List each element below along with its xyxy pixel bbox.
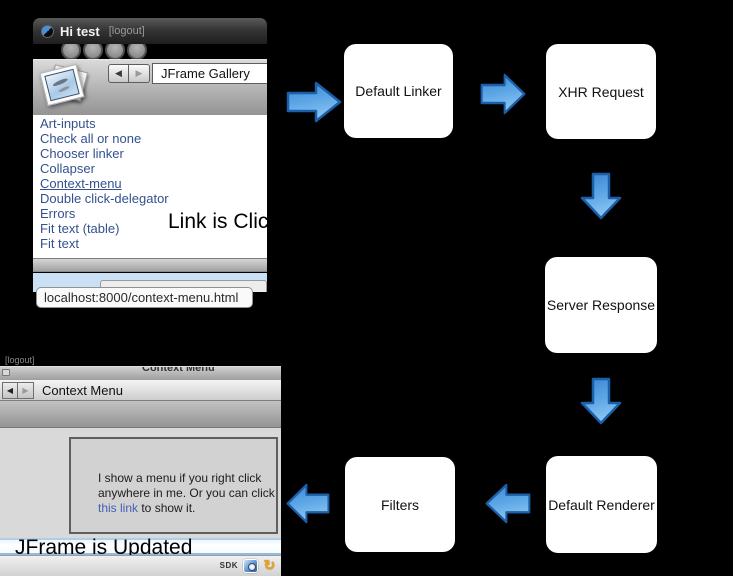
flow-box-default-renderer: Default Renderer <box>546 456 657 553</box>
page-title: Context Menu <box>42 382 123 398</box>
gallery-link-list: Art-inputs Check all or none Chooser lin… <box>33 115 267 251</box>
gallery-link-context-menu[interactable]: Context-menu <box>40 176 122 191</box>
gallery-link[interactable]: Errors <box>40 206 76 221</box>
forward-button[interactable]: ▶ <box>18 381 34 399</box>
gallery-content: Art-inputs Check all or none Chooser lin… <box>33 115 267 258</box>
gallery-browser-window: Hi test [logout] ◀ ▶ <box>33 18 267 310</box>
context-navbar: ◀ ▶ Context Menu <box>0 380 281 401</box>
photos-app-icon <box>37 60 93 116</box>
toolbar-button-icon[interactable] <box>105 44 125 59</box>
status-right-group: SDK ↻ <box>220 558 277 573</box>
this-link[interactable]: this link <box>98 501 139 515</box>
gallery-toolbar: ◀ ▶ JFrame Gallery <box>33 59 267 115</box>
sdk-label: SDK <box>219 561 238 570</box>
status-bar: SDK ↻ <box>0 555 281 576</box>
demo-text-line: this link to show it. <box>98 501 276 516</box>
logout-link[interactable]: [logout] <box>108 25 145 37</box>
arrow-right-icon <box>480 73 526 115</box>
app-logo-icon <box>41 24 54 38</box>
gallery-link[interactable]: Collapser <box>40 161 95 176</box>
flow-box-filters: Filters <box>345 457 455 552</box>
context-menu-window: [logout] Context Menu ◀ ▶ Context Menu I… <box>0 347 281 576</box>
demo-text-line: I show a menu if you right click <box>98 471 262 485</box>
flow-box-default-linker: Default Linker <box>344 44 453 138</box>
forward-button[interactable]: ▶ <box>129 64 150 83</box>
context-demo-area[interactable]: I show a menu if you right click anywher… <box>69 437 278 534</box>
toolbar-button-row <box>33 44 267 59</box>
arrow-left-icon <box>286 483 330 524</box>
clipped-titlebar: Context Menu <box>0 366 281 380</box>
window-corner-icon <box>2 369 10 376</box>
window-title: Hi test <box>60 23 100 39</box>
gallery-link[interactable]: Chooser linker <box>40 146 124 161</box>
arrow-down-icon <box>580 172 622 220</box>
annotation-link-clicked: Link is Click <box>168 210 267 233</box>
toolbar-button-icon[interactable] <box>61 44 81 59</box>
arrow-right-icon <box>286 81 342 123</box>
back-button[interactable]: ◀ <box>108 64 129 83</box>
status-url-tooltip: localhost:8000/context-menu.html <box>36 287 253 308</box>
sdk-refresh-icon[interactable]: ↻ <box>263 557 276 573</box>
arrow-down-icon <box>580 377 622 425</box>
gallery-link[interactable]: Fit text <box>40 236 80 251</box>
gallery-link[interactable]: Fit text (table) <box>40 221 120 236</box>
toolbar-button-icon[interactable] <box>127 44 147 59</box>
gallery-link[interactable]: Check all or none <box>40 131 142 146</box>
gallery-bottom-bar <box>33 258 267 272</box>
flow-box-xhr-request: XHR Request <box>546 44 656 139</box>
flow-box-server-response: Server Response <box>545 257 657 353</box>
back-button[interactable]: ◀ <box>2 381 18 399</box>
context-toolbar-strip <box>0 401 281 428</box>
sdk-window-icon[interactable] <box>243 558 258 573</box>
nav-button-group: ◀ ▶ <box>108 64 150 83</box>
clipped-window-title: Context Menu <box>142 366 215 374</box>
toolbar-button-icon[interactable] <box>83 44 103 59</box>
annotation-jframe-updated: JFrame is Updated <box>15 536 193 559</box>
arrow-left-icon <box>485 483 531 524</box>
demo-text-line: anywhere in me. Or you can click <box>98 486 275 500</box>
gallery-link[interactable]: Double click-delegator <box>40 191 169 206</box>
demo-text-rest: to show it. <box>138 501 196 515</box>
logout-link[interactable]: [logout] <box>5 355 35 365</box>
gallery-titlebar: Hi test [logout] <box>33 18 267 44</box>
gallery-link[interactable]: Art-inputs <box>40 116 96 131</box>
context-content: I show a menu if you right click anywher… <box>0 428 281 538</box>
page-title-field[interactable]: JFrame Gallery <box>152 63 267 84</box>
update-highlight-bar <box>0 538 281 555</box>
